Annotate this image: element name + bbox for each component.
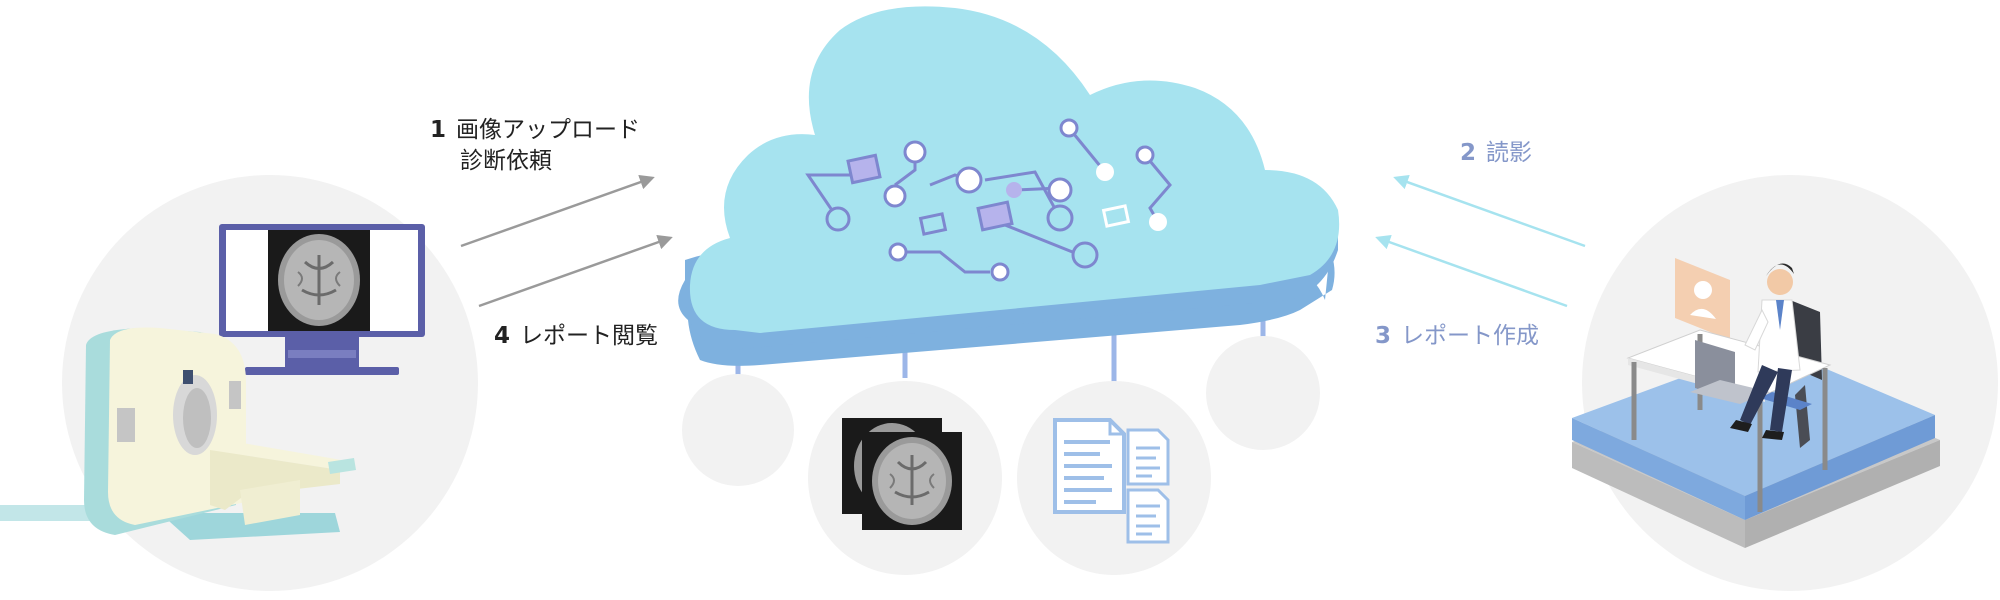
storage-circle-empty-2 xyxy=(1206,336,1320,450)
document-icon xyxy=(1053,418,1126,514)
step-view-text: レポート閲覧 xyxy=(520,323,659,349)
step-create-number: 3 xyxy=(1375,323,1392,349)
step-upload-number: 1 xyxy=(430,117,447,143)
create-arrow xyxy=(1375,235,1568,308)
view-arrow xyxy=(478,234,673,308)
right-arrows xyxy=(1375,175,1586,308)
step-upload-line1: 画像アップロード xyxy=(456,117,641,143)
storage-items xyxy=(682,336,1320,575)
step-upload-line2: 診断依頼 xyxy=(460,148,552,174)
step-view-number: 4 xyxy=(494,323,511,349)
step-reading-number: 2 xyxy=(1460,140,1477,166)
step-reading-label: 2 読影 xyxy=(1460,138,1532,169)
ct-station xyxy=(0,175,478,591)
reading-arrow xyxy=(1393,175,1586,248)
document-icon xyxy=(1126,428,1170,486)
step-reading-text: 読影 xyxy=(1486,140,1533,166)
circuit-nodes xyxy=(825,118,1167,282)
document-icon xyxy=(1126,488,1170,544)
doctor-station xyxy=(1572,175,1998,591)
step-create-text: レポート作成 xyxy=(1401,323,1540,349)
left-arrows xyxy=(460,174,673,308)
brain-scan-icon xyxy=(842,418,962,530)
storage-circle-empty-1 xyxy=(682,374,794,486)
cloud-icon xyxy=(678,6,1340,382)
doctor-desk-icon xyxy=(1572,258,1940,548)
upload-arrow xyxy=(460,174,655,248)
monitor-icon xyxy=(219,224,425,375)
step-create-label: 3 レポート作成 xyxy=(1375,321,1539,352)
ct-scanner-icon xyxy=(0,327,356,540)
step-upload-label: 1 画像アップロード 診断依頼 xyxy=(430,115,640,177)
report-documents xyxy=(1017,381,1211,575)
step-view-label: 4 レポート閲覧 xyxy=(494,321,658,352)
brain-scan-stack xyxy=(808,381,1002,575)
